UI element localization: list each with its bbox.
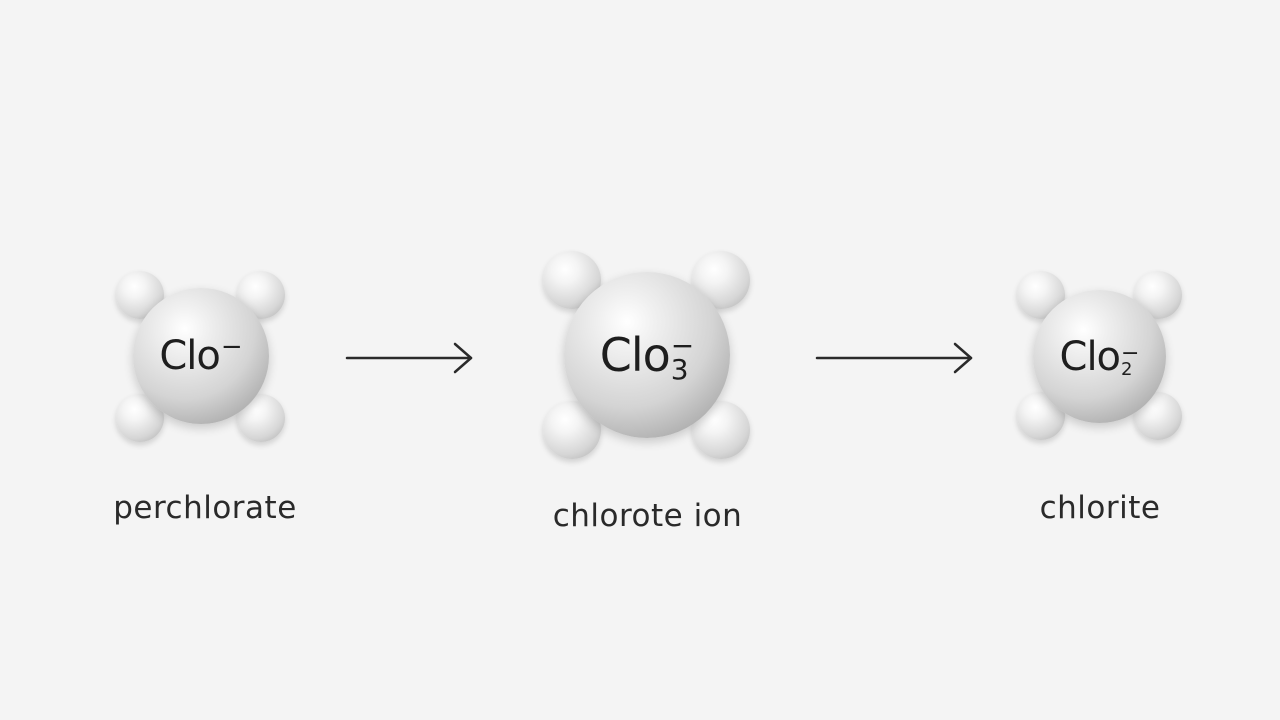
chlorine-atom: Clo − 3 [564, 272, 730, 438]
formula-label: Clo − 2 [1033, 290, 1166, 423]
chlorine-atom: Clo − [133, 288, 269, 424]
formula-base: Clo [1059, 333, 1122, 380]
reaction-arrow-1 [345, 342, 473, 374]
formula-base: Clo [599, 328, 671, 382]
subscript-label: 3 [670, 353, 689, 386]
molecule-chlorite: Clo − 2 [1012, 266, 1187, 446]
charge-label: − [220, 332, 243, 362]
formula-label: Clo − [133, 288, 269, 424]
chlorine-atom: Clo − 2 [1033, 290, 1166, 423]
name-chlorote-ion: chlorote ion [552, 498, 743, 534]
charge-label: − [670, 329, 695, 362]
subscript-label: 2 [1121, 358, 1133, 380]
formula-base: Clo [159, 333, 221, 379]
name-perchlorate: perchlorate [113, 490, 297, 526]
charge-label: − [1121, 340, 1140, 366]
formula-label: Clo − 3 [564, 272, 730, 438]
molecule-chlorote-ion: Clo − 3 [540, 248, 755, 463]
molecule-perchlorate: Clo − [110, 265, 295, 450]
reaction-arrow-2 [815, 342, 973, 374]
name-chlorite: chlorite [1039, 490, 1161, 526]
